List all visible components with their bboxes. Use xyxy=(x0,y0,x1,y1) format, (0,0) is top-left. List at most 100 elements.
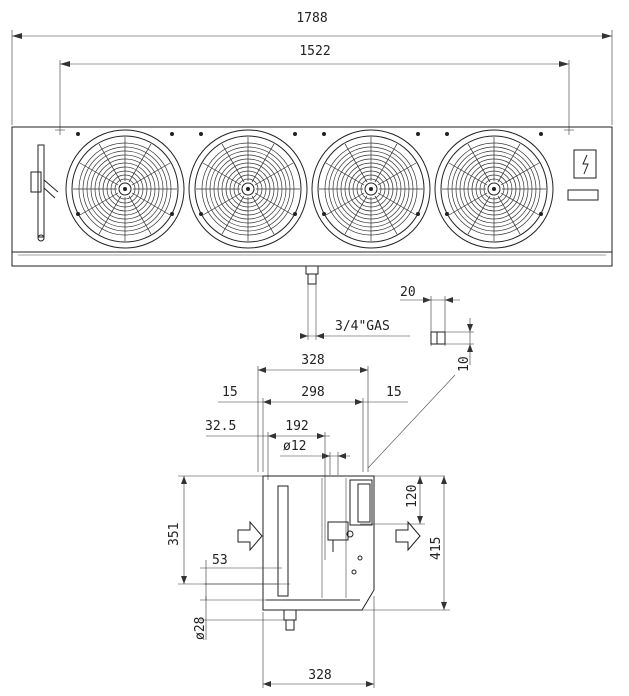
pipe-connection xyxy=(305,265,319,340)
fan-part xyxy=(246,187,250,191)
fan-part xyxy=(76,212,80,216)
fan-part xyxy=(369,187,373,191)
fan-part xyxy=(374,143,398,183)
fan-part xyxy=(497,143,521,183)
fan-part xyxy=(322,132,326,136)
unit-drip-tray xyxy=(11,251,613,267)
fan-part xyxy=(123,187,127,191)
dim-bracket: 32.5 192 xyxy=(205,419,330,560)
fan-part xyxy=(118,182,132,196)
fan-part xyxy=(416,212,420,216)
total-height-label: 415 xyxy=(429,537,444,560)
fan-part xyxy=(98,195,122,235)
fan-part xyxy=(325,162,365,186)
fan-part xyxy=(221,195,245,235)
fan-part xyxy=(251,195,275,235)
bracket-span-label: 192 xyxy=(285,419,308,434)
fan-part xyxy=(364,182,378,196)
fan-part xyxy=(79,162,119,186)
fan-part xyxy=(492,187,496,191)
body-height-label: 351 xyxy=(167,523,182,546)
drain-stub xyxy=(283,609,297,621)
fan-part xyxy=(317,135,425,243)
fan-part xyxy=(194,135,302,243)
fan-unit xyxy=(434,129,554,249)
fan-part xyxy=(322,212,326,216)
fan-part xyxy=(79,192,119,216)
fan-part xyxy=(202,192,242,216)
fan-part xyxy=(448,162,488,186)
fan-group xyxy=(65,129,554,249)
front-view: 1788 1522 xyxy=(11,11,613,469)
coil-block xyxy=(277,485,289,597)
top-height-label: 120 xyxy=(405,485,420,508)
dim-drain-diameter: ø28 xyxy=(193,596,284,640)
fan-unit xyxy=(188,129,308,249)
left-offset-label: 32.5 xyxy=(205,419,236,434)
fan-part xyxy=(128,143,152,183)
fan-part xyxy=(293,212,297,216)
fan-part xyxy=(254,162,294,186)
fan-part xyxy=(76,132,80,136)
fan-part xyxy=(98,143,122,183)
dim-top-height: 120 xyxy=(360,475,445,525)
fan-part xyxy=(377,192,417,216)
fan-part xyxy=(170,132,174,136)
fan-part xyxy=(170,212,174,216)
fan-part xyxy=(416,132,420,136)
pipe-offset-label: 20 xyxy=(400,285,416,300)
fan-unit xyxy=(311,129,431,249)
fan-part xyxy=(445,132,449,136)
margin-left-label: 15 xyxy=(222,385,238,400)
side-view: 328 15 298 15 32.5 192 xyxy=(167,353,450,688)
fan-unit xyxy=(65,129,185,249)
dim-drain-height: 53 xyxy=(200,553,290,600)
fan-part xyxy=(500,162,540,186)
fan-part xyxy=(497,195,521,235)
pipe-diameter-label: ø12 xyxy=(283,439,306,454)
margin-right-label: 15 xyxy=(386,385,402,400)
fan-part xyxy=(241,182,255,196)
dim-overall-length: 1788 xyxy=(11,11,613,125)
fan-part xyxy=(254,192,294,216)
fan-part xyxy=(199,212,203,216)
fan-part xyxy=(344,195,368,235)
electrical-warning-icon xyxy=(582,154,589,175)
airflow-arrow-icon xyxy=(237,520,263,552)
fan-part xyxy=(539,132,543,136)
drain-diameter-label: ø28 xyxy=(193,617,208,640)
fan-part xyxy=(344,143,368,183)
drain-height-label: 53 xyxy=(212,553,228,568)
fan-part xyxy=(467,195,491,235)
fan-motor-side xyxy=(327,521,349,541)
fan-part xyxy=(539,212,543,216)
fan-part xyxy=(221,143,245,183)
pipe-gap-label: 10 xyxy=(457,356,472,372)
fan-part xyxy=(202,162,242,186)
fan-part xyxy=(487,182,501,196)
fan-part xyxy=(377,162,417,186)
fan-part xyxy=(71,135,179,243)
fan-part xyxy=(128,195,152,235)
dim-pipe-detail: 20 10 xyxy=(367,285,474,469)
dim-side-width-bottom: 328 xyxy=(262,596,375,688)
fan-span-label: 1522 xyxy=(299,44,330,59)
fan-part xyxy=(131,192,171,216)
electrical-box xyxy=(567,149,599,201)
fan-part xyxy=(374,195,398,235)
airflow-arrow-icon xyxy=(395,520,421,552)
fan-part xyxy=(440,135,548,243)
dim-side-width-top: 328 xyxy=(257,353,369,472)
side-width-bottom-label: 328 xyxy=(308,668,331,683)
fan-part xyxy=(445,212,449,216)
fan-part xyxy=(293,132,297,136)
fan-part xyxy=(188,129,308,249)
connection-label: 3/4"GAS xyxy=(335,319,390,334)
dim-pipe-diameter: ø12 xyxy=(280,439,350,475)
side-body xyxy=(262,475,375,611)
dim-fan-span: 1522 xyxy=(59,44,570,135)
fan-part xyxy=(434,129,554,249)
fan-part xyxy=(65,129,185,249)
fan-part xyxy=(131,162,171,186)
